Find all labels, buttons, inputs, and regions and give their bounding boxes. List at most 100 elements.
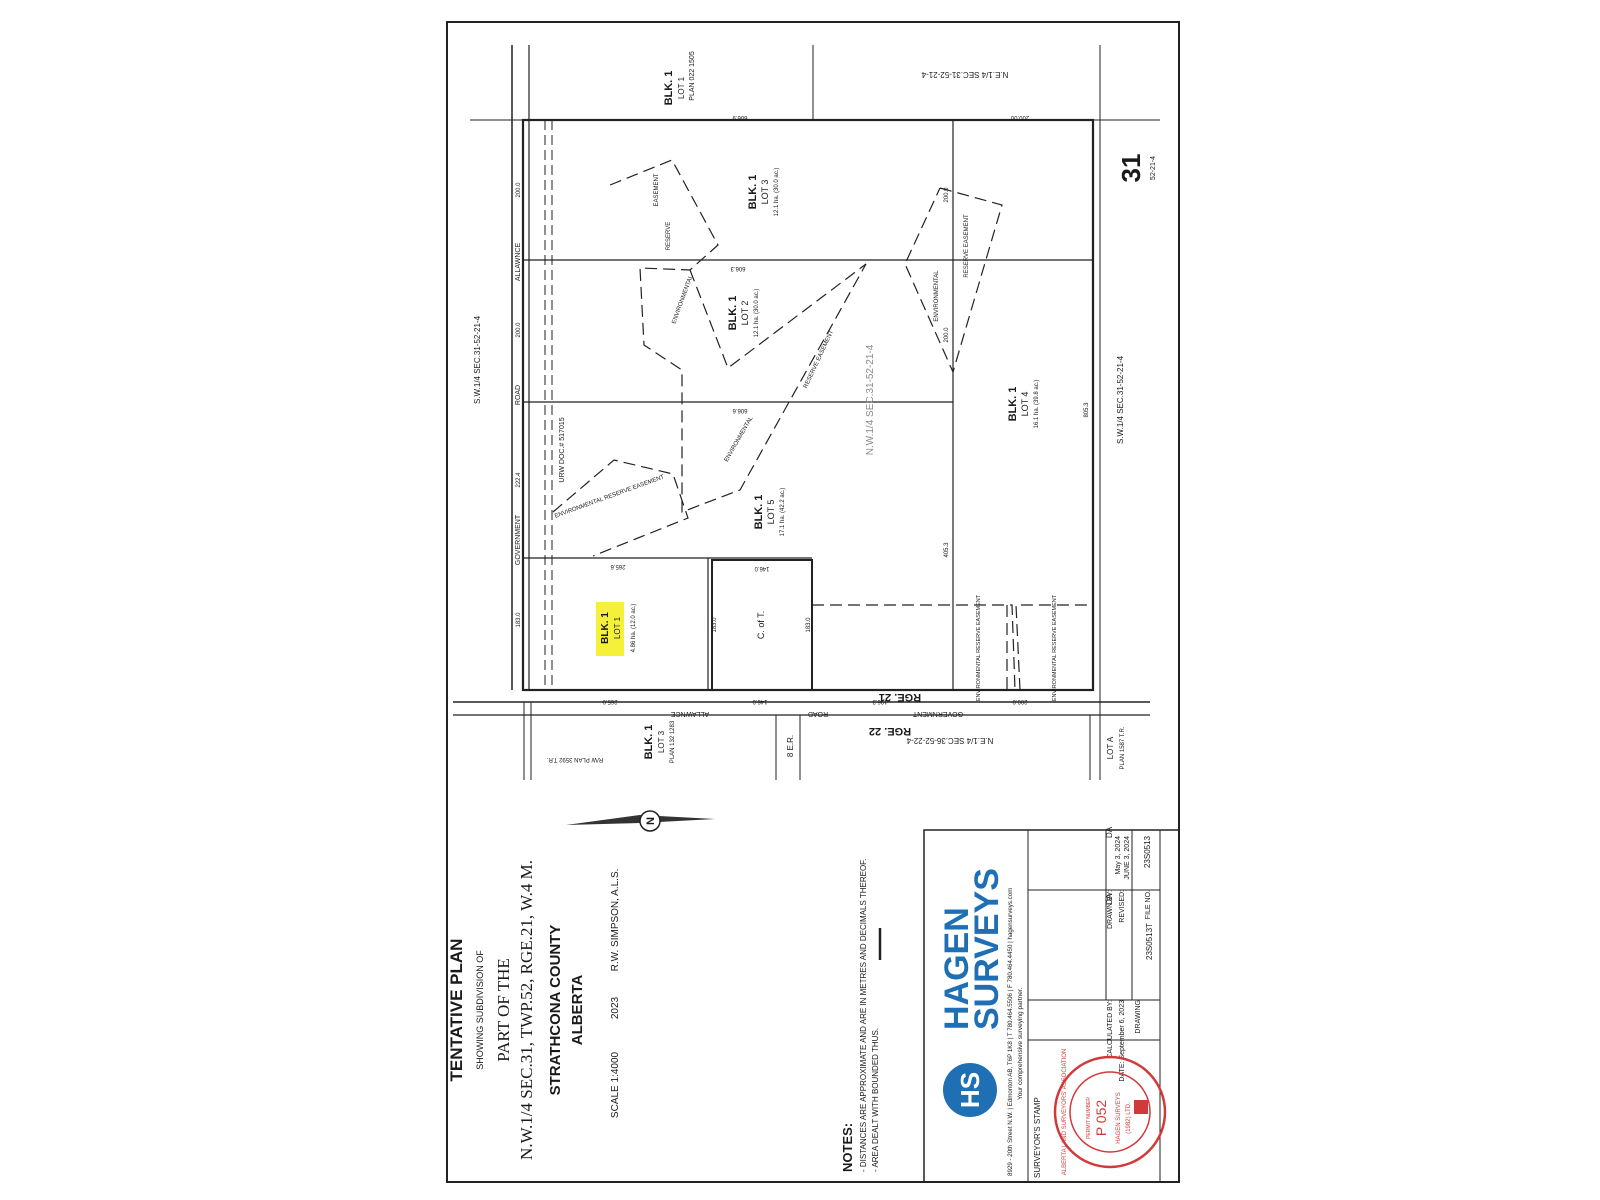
title-block-fields: CALCULATED BY: DA DATE: September 6, 202… — [1033, 826, 1154, 1178]
lot1-area: 4.86 ha. (12.0 ac.) — [631, 604, 637, 653]
road-bottom-road: ROAD — [808, 710, 828, 717]
road-bottom-allawnce: ALLAWNCE — [671, 710, 710, 717]
dim-265-0: 265.0 — [602, 698, 618, 704]
lot-a: LOT A — [1106, 736, 1115, 759]
notes-block: NOTES: - DISTANCES ARE APPROXIMATE AND A… — [840, 859, 882, 1172]
stamp-ring-text: ALBERTA LAND SURVEYORS' ASSOCIATION — [1062, 1049, 1068, 1175]
dim-405-3: 405.3 — [944, 542, 950, 558]
stamp-inner-ring — [1069, 1071, 1151, 1153]
dim-265-6: 265.6 — [610, 563, 626, 569]
dim-606-6: 606.6 — [732, 407, 748, 413]
plan-county: STRATHCONA COUNTY — [547, 925, 564, 1096]
road-top-road: ROAD — [515, 385, 522, 405]
notes-heading: NOTES: — [840, 1123, 855, 1172]
env-label-2: ENVIRONMENTAL — [724, 415, 755, 463]
tb-revised-2: JUNE 3, 2024 — [1124, 836, 1131, 880]
c-of-t-parcel — [711, 559, 813, 691]
lot4-lot: LOT 4 — [1020, 392, 1030, 417]
lot5-blk: BLK. 1 — [753, 495, 765, 530]
hagen-tagline: Your comprehensive surveying partner. — [1017, 987, 1024, 1100]
env-label-3: ENVIRONMENTAL — [934, 270, 940, 322]
stamp-permit: P 052 — [1093, 1100, 1109, 1137]
plan-title-block: TENTATIVE PLAN SHOWING SUBDIVISION OF PA… — [447, 860, 621, 1160]
dim-200-00: 200.00 — [1010, 114, 1029, 120]
dim-606-9: 606.9 — [732, 114, 748, 120]
north-arrow-circle — [639, 810, 661, 832]
lot-a-plan: PLAN 1587 T.R. — [1120, 726, 1126, 769]
lot2-area: 12.1 ha. (30.0 ac.) — [754, 289, 760, 338]
rw-plan: R/W PLAN 3592 T.R. — [547, 756, 604, 762]
tb-drawn-value: DA — [1105, 826, 1114, 838]
company-block — [923, 829, 1180, 1183]
plan-year: 2023 — [610, 996, 621, 1019]
hagen-name-1: HAGEN — [938, 907, 976, 1030]
lot5-lot: LOT 5 — [766, 500, 776, 525]
tb-stamp-label: SURVEYOR'S STAMP — [1033, 1097, 1042, 1178]
dim-200-0-c: 200.0 — [944, 187, 950, 203]
hagen-address: 8929 - 20th Street N.W. | Edmonton AB, T… — [1007, 888, 1014, 1176]
map-area — [453, 45, 1160, 780]
lot1-lot: LOT 1 — [613, 616, 622, 639]
tb-date: DATE: September 6, 2023 — [1119, 1000, 1126, 1082]
surveyor-stamp: ALBERTA LAND SURVEYORS' ASSOCIATION PERM… — [1053, 1049, 1167, 1175]
road-top-government: GOVERNMENT — [515, 514, 522, 565]
dim-606-3: 606.3 — [730, 265, 746, 271]
lot-1-highlight — [596, 602, 624, 656]
plan-part-of: PART OF THE — [494, 958, 513, 1062]
plan-province: ALBERTA — [569, 975, 586, 1046]
reserve-easement-label-2: RESERVE EASEMENT — [964, 214, 970, 278]
env-reserve-easement-label-3: ENVIRONMENTAL RESERVE EASEMENT — [1052, 594, 1058, 701]
map-labels: BLK. 1 LOT 1 PLAN 022 1505 N.E.1/4 SEC.3… — [473, 51, 1157, 769]
ext-blk1-lot3-plan: PLAN 132 1283 — [670, 720, 676, 763]
ext-blk1-lot3-lot: LOT 3 — [657, 730, 666, 753]
lot1-blk: BLK. 1 — [600, 612, 611, 644]
lot3-lot: LOT 3 — [760, 180, 770, 205]
env-label-1: ENVIRONMENTAL — [671, 274, 694, 325]
sw-quarter-left: S.W.1/4 SEC.31-52-21-4 — [473, 315, 482, 404]
tb-drawn-label: DRAWN BY: — [1107, 890, 1114, 929]
dim-196-3: 196.3 — [872, 698, 888, 704]
road-top-allawnce: ALLAWNCE — [515, 243, 522, 282]
dim-183-0-b: 183.0 — [712, 617, 718, 633]
notes-line2: - AREA DEALT WITH BOUNDED THUS. — [871, 1028, 880, 1172]
lot5-area: 17.1 ha. (42.2 ac.) — [780, 488, 786, 537]
ne-quarter-label: N.E.1/4 SEC.31-52-21-4 — [921, 70, 1008, 79]
plan-legal: N.W.1/4 SEC.31, TWP.52, RGE.21, W.4 M. — [517, 860, 536, 1160]
plan-surveyor: R.W. SIMPSON, A.L.S. — [610, 869, 621, 972]
lot3-blk: BLK. 1 — [747, 175, 759, 210]
hagen-logo-icon: HS — [943, 1063, 997, 1117]
ext-blk1-lot1-plan: PLAN 022 1505 — [689, 51, 696, 101]
hagen-logo: HS HAGEN SURVEYS 8929 - 20th Street N.W.… — [938, 868, 1024, 1176]
dim-183-0-a: 183.0 — [516, 612, 522, 628]
north-arrow: N — [566, 810, 715, 832]
easement-se-1 — [812, 604, 1016, 691]
section-sub: 52-21-4 — [1150, 156, 1157, 180]
tb-calculated-label: CALCULATED BY: — [1107, 1000, 1114, 1059]
tb-drawing-label: DRAWING — [1135, 1000, 1142, 1034]
ext-blk1-lot1-lot: LOT 1 — [677, 76, 686, 99]
hagen-name-2: SURVEYS — [968, 868, 1006, 1030]
svg-text:HS: HS — [955, 1072, 985, 1108]
easement-north — [609, 159, 867, 513]
section-number: 31 — [1116, 154, 1146, 183]
ext-blk1-lot1-blk: BLK. 1 — [663, 71, 675, 106]
ext-blk1-lot3-blk: BLK. 1 — [643, 725, 655, 760]
lot2-lot: LOT 2 — [740, 301, 750, 326]
stamp-permit-label: PERMIT NUMBER — [1086, 1097, 1092, 1139]
dim-200-0-e: 200.0 — [1012, 698, 1028, 704]
c-of-t-label: C. of T. — [756, 611, 766, 639]
dim-200-0-d: 200.0 — [944, 327, 950, 343]
stamp-holder: HAGEN SURVEYS — [1116, 1092, 1122, 1144]
north-arrow-letter: N — [645, 817, 657, 825]
urw-doc: URW DOC.# 517015 — [559, 417, 566, 482]
lot3-area: 12.1 ha. (30.0 ac.) — [774, 168, 780, 217]
easement-lot5-west — [552, 459, 689, 557]
dim-200-0-a: 200.0 — [516, 182, 522, 198]
rge21: RGE. 21 — [879, 691, 921, 703]
tb-revised-label: REVISED: — [1119, 890, 1126, 923]
tb-file-label: FILE NO. — [1145, 890, 1152, 919]
plan-subtitle: SHOWING SUBDIVISION OF — [475, 950, 485, 1070]
ser-label: 8 E.R. — [786, 735, 795, 757]
reserve-easement-label-1: RESERVE EASEMENT — [803, 329, 835, 389]
